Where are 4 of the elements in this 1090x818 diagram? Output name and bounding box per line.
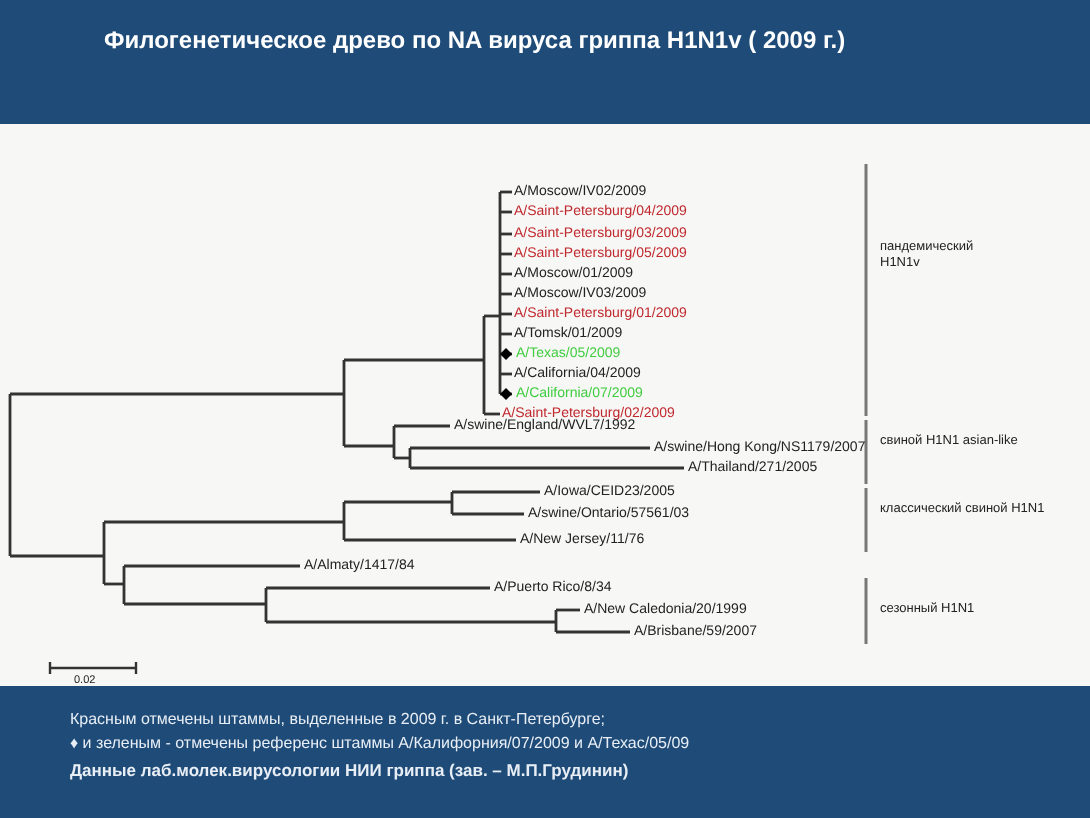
footnote: Данные лаб.молек.вирусологии НИИ гриппа (зав. – М.П.Грудинин) bbox=[70, 761, 629, 779]
title: Филогенетическое древо по NA вируса гриппа H1N1v ( 2009 г.) bbox=[104, 28, 846, 52]
footnote: ♦ и зеленым - отмечены референс штаммы А/Калифорния/07/2009 и А/Техас/05/09 bbox=[70, 736, 690, 752]
footnote: Красным отмечены штаммы, выделенные в 2009 г. в Санкт-Петербурге; bbox=[70, 712, 606, 728]
